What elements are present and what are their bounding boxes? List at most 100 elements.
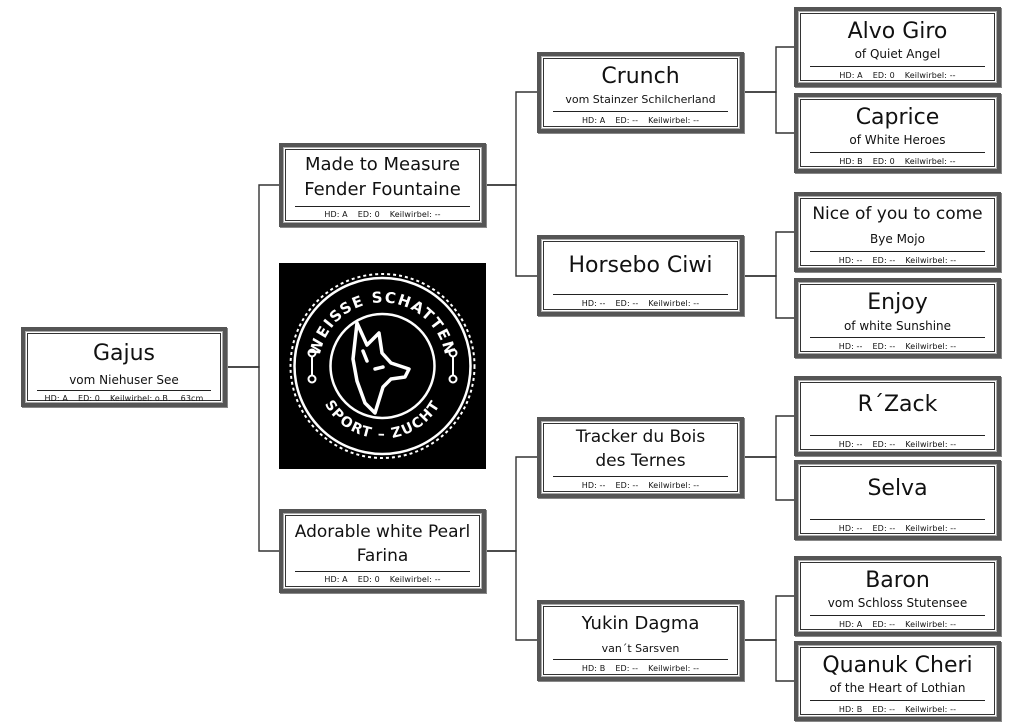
- ed-score: ED: --: [872, 620, 896, 629]
- connector-line: [227, 366, 279, 552]
- dog-stats: HD: A ED: 0 Keilwirbel: --: [289, 210, 476, 219]
- connector-line: [486, 184, 537, 277]
- dog-name: Adorable white Pearl: [294, 522, 471, 542]
- dog-kennel: van´t Sarsven: [601, 642, 680, 655]
- keilwirbel: Keilwirbel: --: [905, 620, 957, 629]
- dog-stats: HD: -- ED: -- Keilwirbel: --: [547, 481, 734, 490]
- hd-score: HD: B: [581, 664, 606, 673]
- ed-score: ED: 0: [357, 210, 380, 219]
- ed-score: ED: 0: [872, 71, 895, 80]
- hd-score: HD: B: [838, 705, 863, 714]
- hd-score: HD: --: [838, 342, 863, 351]
- ed-score: ED: 0: [872, 157, 895, 166]
- dog-kennel: vom Schloss Stutensee: [827, 596, 968, 610]
- dog-kennel: vom Niehuser See: [69, 373, 179, 387]
- ed-score: ED: 0: [357, 575, 380, 584]
- ed-score: ED: --: [872, 705, 896, 714]
- dog-kennel: of the Heart of Lothian: [829, 681, 966, 695]
- dog-stats: HD: A ED: -- Keilwirbel: --: [804, 620, 991, 629]
- dog-card-horsebo-ciwi: Horsebo Ciwi HD: -- ED: -- Keilwirbel: --: [537, 235, 744, 316]
- keilwirbel: Keilwirbel: --: [648, 116, 700, 125]
- keilwirbel: Keilwirbel: --: [389, 210, 441, 219]
- connector-line: [486, 91, 537, 186]
- hd-score: HD: A: [581, 116, 606, 125]
- keilwirbel: Keilwirbel: --: [648, 481, 700, 490]
- dog-card-enjoy: Enjoy of white Sunshine HD: --ED: --Keil…: [794, 278, 1001, 358]
- dog-name: Crunch: [601, 64, 680, 89]
- keilwirbel: Keilwirbel: --: [905, 705, 957, 714]
- dog-kennel: vom Stainzer Schilcherland: [565, 93, 716, 106]
- dog-card-nice-of-you-to-come: Nice of you to come Bye Mojo HD: -- ED: -…: [794, 192, 1001, 272]
- dog-card-r-zack: R´Zack HD: --ED: --Keilwirbel: --: [794, 376, 1001, 456]
- dog-stats: HD: -- ED: -- Keilwirbel: --: [804, 256, 991, 265]
- dog-name: Nice of you to come: [812, 204, 983, 224]
- chain-left-icon: [307, 348, 317, 384]
- ed-score: ED: --: [872, 524, 896, 533]
- connector-line: [744, 275, 794, 319]
- dog-stats: HD: -- ED: -- Keilwirbel: --: [804, 524, 991, 533]
- keilwirbel: Keilwirbel: --: [905, 440, 957, 449]
- dog-name-line2: Fender Fountaine: [304, 179, 461, 200]
- connector-line: [486, 456, 537, 552]
- connector-line: [744, 415, 794, 458]
- keilwirbel: Keilwirbel: --: [648, 299, 700, 308]
- ed-score: ED: --: [872, 256, 896, 265]
- dog-kennel: of White Heroes: [849, 133, 946, 147]
- ed-score: ED: --: [872, 342, 896, 351]
- dog-name: Caprice: [855, 105, 940, 130]
- ed-score: ED: --: [872, 440, 896, 449]
- dog-name-line2: des Ternes: [595, 451, 686, 471]
- keilwirbel: Keilwirbel: --: [905, 524, 957, 533]
- kennel-logo: WEISSE SCHATTEN SPORT – ZUCHT: [279, 263, 486, 469]
- hd-score: HD: --: [581, 481, 606, 490]
- svg-text:SPORT – ZUCHT: SPORT – ZUCHT: [321, 397, 444, 442]
- wolf-head-icon: [351, 321, 411, 415]
- dog-name-line2: Farina: [356, 546, 409, 566]
- dog-card-baron: Baron vom Schloss Stutensee HD: A ED: -- K…: [794, 556, 1001, 636]
- ed-score: ED: --: [615, 299, 639, 308]
- chain-right-icon: [448, 348, 458, 384]
- keilwirbel: Keilwirbel: --: [905, 342, 957, 351]
- dog-name: Gajus: [92, 341, 156, 366]
- dog-kennel: Bye Mojo: [870, 232, 925, 246]
- keilwirbel: Keilwirbel: --: [905, 256, 957, 265]
- ed-score: ED: --: [615, 481, 639, 490]
- connector-line: [744, 456, 794, 501]
- dog-stats: HD: A ED: 0 Keilwirbel: --: [804, 71, 991, 80]
- hd-score: HD: A: [324, 210, 348, 219]
- dog-name: Horsebo Ciwi: [568, 253, 713, 278]
- dog-stats: HD: -- ED: -- Keilwirbel: --: [804, 342, 991, 351]
- dog-stats: HD: --ED: --Keilwirbel: --: [804, 440, 991, 449]
- connector-line: [744, 46, 794, 93]
- dog-name: Baron: [865, 568, 930, 593]
- dog-name: Yukin Dagma: [581, 613, 700, 634]
- connector-line: [744, 91, 794, 134]
- hd-score: HD: A: [838, 620, 863, 629]
- connector-line: [744, 231, 794, 277]
- hd-score: HD: --: [581, 299, 606, 308]
- dog-name: Tracker du Bois: [575, 427, 706, 447]
- keilwirbel: Keilwirbel: --: [648, 664, 700, 673]
- keilwirbel: Keilwirbel: --: [904, 71, 956, 80]
- dog-card-selva: Selva HD: -- ED: -- Keilwirbel: --: [794, 460, 1001, 540]
- dog-name: Alvo Giro: [847, 19, 948, 44]
- logo-bottom-text: SPORT – ZUCHT: [321, 397, 442, 442]
- connector-line: [486, 550, 537, 641]
- hd-score: HD: --: [838, 256, 863, 265]
- dog-name: Selva: [867, 476, 928, 501]
- dog-stats: HD: B ED: -- Keilwirbel: --: [804, 705, 991, 714]
- height: 63cm: [180, 394, 204, 403]
- hd-score: HD: --: [838, 524, 863, 533]
- hd-score: HD: A: [44, 394, 68, 403]
- kennel-logo-graphic: WEISSE SCHATTEN SPORT – ZUCHT: [289, 273, 476, 459]
- hd-score: HD: A: [839, 71, 863, 80]
